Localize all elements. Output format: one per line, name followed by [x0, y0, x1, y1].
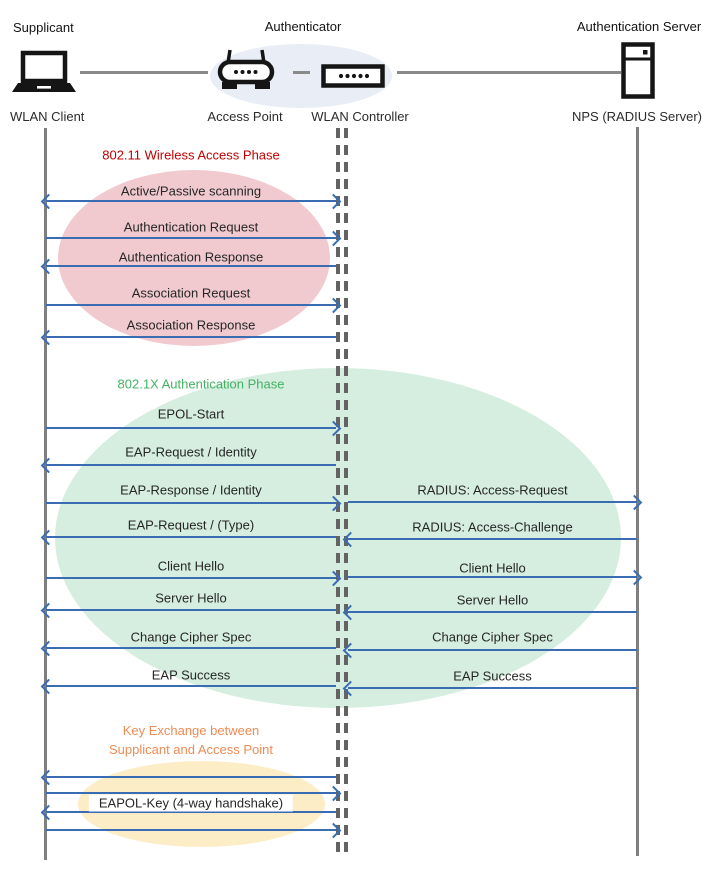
role-authenticator: Authenticator: [264, 19, 342, 34]
msg-change-cipher-spec-right-label: Change Cipher Spec: [432, 629, 553, 645]
msg-change-cipher-spec-left-arrow: [40, 640, 336, 657]
msg-client-hello-left-arrow: [46, 570, 342, 587]
msg-eapol-key-2-arrow: [46, 785, 342, 802]
msg-eap-success-right-label: EAP Success: [453, 668, 532, 684]
msg-authentication-request-arrow: [46, 230, 342, 247]
msg-client-hello-right-arrow: [348, 569, 643, 586]
msg-eap-request-type-label: EAP-Request / (Type): [127, 517, 255, 533]
wlan-controller-icon: [321, 64, 385, 88]
msg-eap-success-right-arrow: [342, 680, 637, 697]
msg-eapol-key-1-arrow: [40, 769, 336, 786]
msg-client-hello-right-label: Client Hello: [459, 560, 526, 576]
msg-server-hello-left-arrow: [40, 602, 336, 619]
msg-eapol-key-handshake-arrow: [40, 804, 336, 821]
access-point-icon: [217, 49, 275, 89]
msg-eap-success-left-label: EAP Success: [151, 667, 231, 683]
msg-eap-request-type-arrow: [40, 529, 336, 546]
arrowhead-right-icon: [626, 494, 643, 511]
server-icon: [621, 42, 655, 99]
connector-line: [293, 71, 310, 74]
msg-authentication-request-label: Authentication Request: [123, 219, 259, 235]
msg-eapol-key-4-arrow: [46, 822, 342, 839]
phase-key-exchange-title: Key Exchange between Supplicant and Acce…: [108, 723, 274, 757]
msg-client-hello-left-label: Client Hello: [157, 558, 225, 574]
wlan-controller-label: WLAN Controller: [311, 109, 409, 124]
msg-active-passive-scanning-label: Active/Passive scanning: [120, 183, 262, 199]
msg-radius-access-request-arrow: [348, 494, 643, 511]
nps-label: NPS (RADIUS Server): [571, 109, 703, 124]
msg-change-cipher-spec-left-label: Change Cipher Spec: [130, 629, 252, 645]
msg-association-response-arrow: [40, 329, 336, 346]
msg-eap-response-identity-arrow: [46, 495, 342, 512]
phase-80211-wireless-access-title: 802.11 Wireless Access Phase: [102, 147, 280, 163]
connector-line: [80, 71, 208, 74]
wlan-controller-lifeline-left: [336, 128, 340, 856]
msg-eap-response-identity-label: EAP-Response / Identity: [120, 482, 262, 498]
msg-eap-request-identity-arrow: [40, 457, 336, 474]
msg-association-request-label: Association Request: [131, 285, 251, 301]
msg-server-hello-right-arrow: [342, 604, 637, 621]
wlan-controller-lifeline-right: [344, 128, 348, 856]
msg-server-hello-left-label: Server Hello: [155, 590, 227, 606]
arrowhead-right-icon: [626, 569, 643, 586]
msg-change-cipher-spec-right-arrow: [342, 642, 637, 659]
msg-eap-success-left-arrow: [40, 678, 336, 695]
laptop-icon: [12, 50, 76, 92]
wlan-client-label: WLAN Client: [10, 109, 85, 124]
msg-radius-access-request-label: RADIUS: Access-Request: [417, 482, 568, 498]
phase-80211-wireless-access-ellipse: [58, 170, 330, 346]
role-authentication-server: Authentication Server: [576, 19, 702, 34]
msg-active-passive-scanning-arrow: [40, 193, 342, 210]
msg-association-response-label: Association Response: [126, 317, 256, 333]
msg-epol-start-arrow: [46, 420, 342, 437]
msg-eap-request-identity-label: EAP-Request / Identity: [125, 444, 257, 460]
msg-server-hello-right-label: Server Hello: [456, 592, 529, 608]
connector-line: [397, 71, 621, 74]
msg-authentication-response-arrow: [40, 258, 336, 275]
role-supplicant: Supplicant: [13, 20, 74, 35]
msg-radius-access-challenge-arrow: [342, 531, 637, 548]
nps-lifeline: [636, 127, 639, 856]
access-point-label: Access Point: [207, 109, 283, 124]
msg-authentication-response-label: Authentication Response: [118, 249, 264, 265]
msg-association-request-arrow: [46, 297, 342, 314]
msg-eapol-key-handshake-label: EAPOL-Key (4-way handshake): [88, 794, 294, 812]
msg-radius-access-challenge-label: RADIUS: Access-Challenge: [412, 519, 573, 535]
wlan-client-lifeline: [44, 128, 47, 860]
msg-epol-start-label: EPOL-Start: [157, 406, 225, 422]
phase-8021x-authentication-title: 802.1X Authentication Phase: [117, 376, 285, 392]
